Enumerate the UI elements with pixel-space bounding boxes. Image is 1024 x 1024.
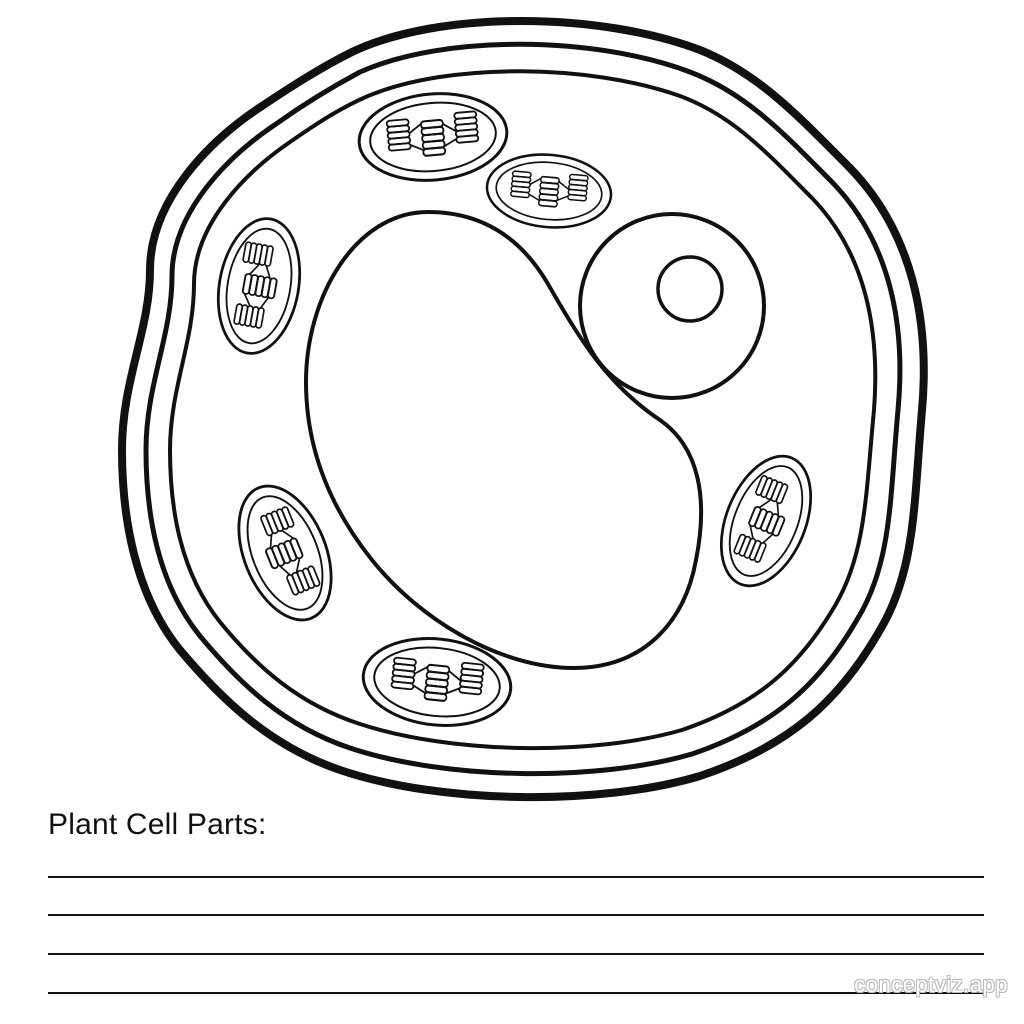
chloroplast-top-2 — [484, 150, 614, 233]
watermark: conceptviz.app — [854, 972, 1008, 997]
plant-cell-diagram — [118, 17, 928, 802]
answer-line-3[interactable] — [48, 953, 984, 955]
cell-membrane — [168, 69, 878, 751]
cell-wall-outer — [118, 17, 928, 802]
cell-wall-inner — [143, 41, 903, 777]
vacuole — [304, 210, 704, 670]
chloroplast-left-upper — [208, 212, 310, 360]
worksheet-title: Plant Cell Parts: — [48, 808, 267, 841]
chloroplast-top-1 — [356, 88, 511, 187]
answer-line-2[interactable] — [48, 914, 984, 916]
nucleolus — [656, 255, 724, 323]
answer-line-4[interactable] — [48, 992, 984, 994]
answer-line-1[interactable] — [48, 876, 984, 878]
chloroplast-right — [704, 443, 828, 599]
